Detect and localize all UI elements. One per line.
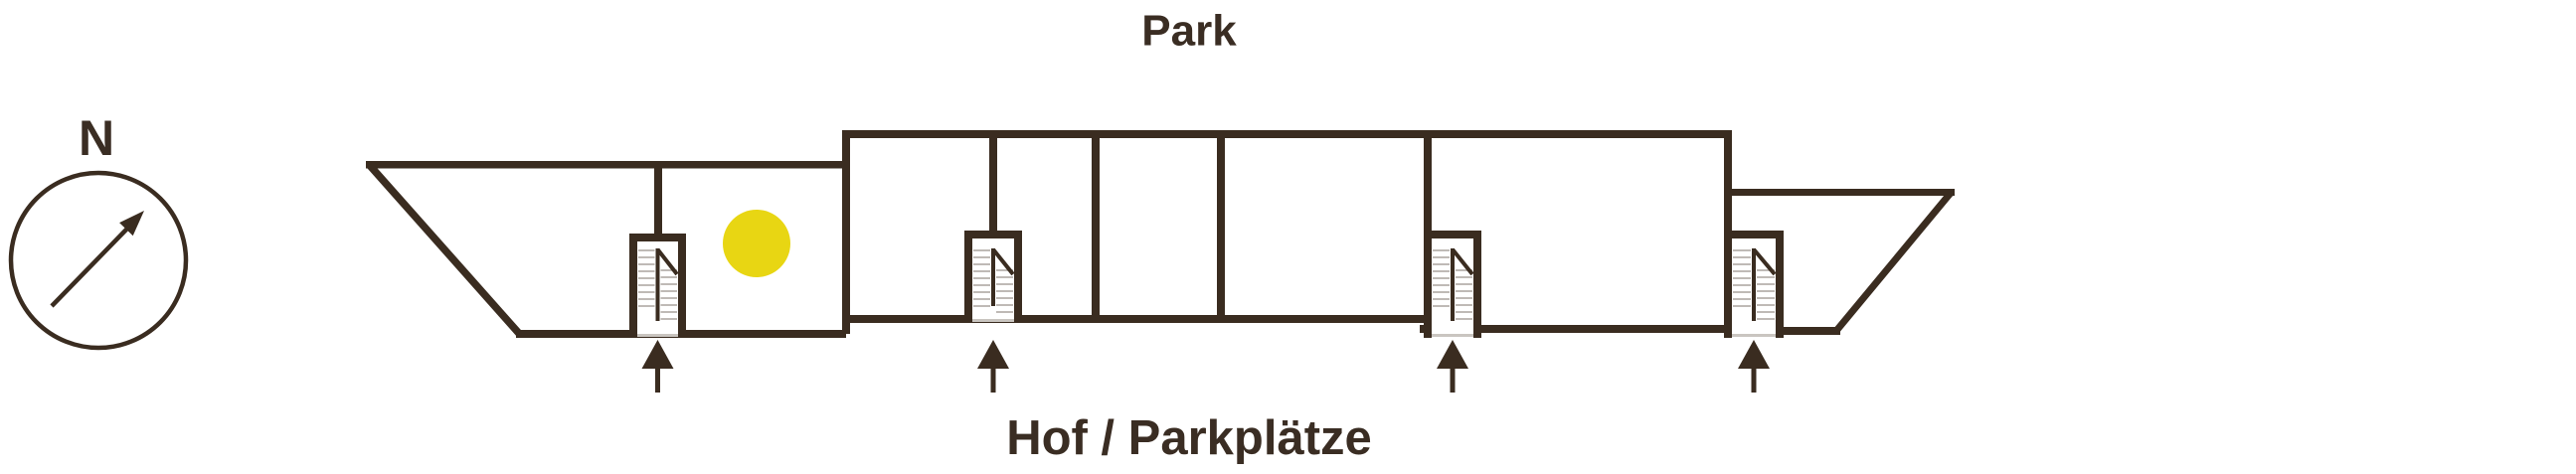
building-outline (366, 130, 1955, 393)
stairs-icon (1733, 247, 1777, 321)
stairwell-3 (1424, 231, 1481, 393)
entrance-arrow-icon (641, 340, 674, 393)
entrance-arrow-icon (977, 340, 1009, 393)
location-marker-dot (723, 210, 790, 277)
left-wing-partition-wall (654, 165, 662, 241)
park-label: Park (1141, 7, 1237, 56)
compass-north-label: N (79, 110, 114, 166)
central-partition-wall-2 (1092, 138, 1100, 323)
compass-circle-icon (8, 170, 189, 351)
central-partition-wall-1 (989, 138, 997, 238)
entrance-arrow-icon (1437, 340, 1468, 393)
stairwells (629, 231, 1784, 393)
right-wing (1728, 189, 1955, 335)
stairs-icon (638, 247, 679, 321)
compass-needle-icon (50, 211, 144, 308)
stairwell-4 (1724, 231, 1784, 393)
entrance-arrow-icon (1738, 340, 1770, 393)
compass: N (8, 110, 189, 351)
stairs-icon (973, 247, 1015, 313)
stairwell-2 (964, 231, 1022, 393)
stairwell-1 (629, 234, 686, 393)
central-partition-wall-3 (1217, 138, 1225, 323)
hof-parkplaetze-label: Hof / Parkplätze (1006, 411, 1372, 465)
stairs-icon (1433, 247, 1474, 321)
